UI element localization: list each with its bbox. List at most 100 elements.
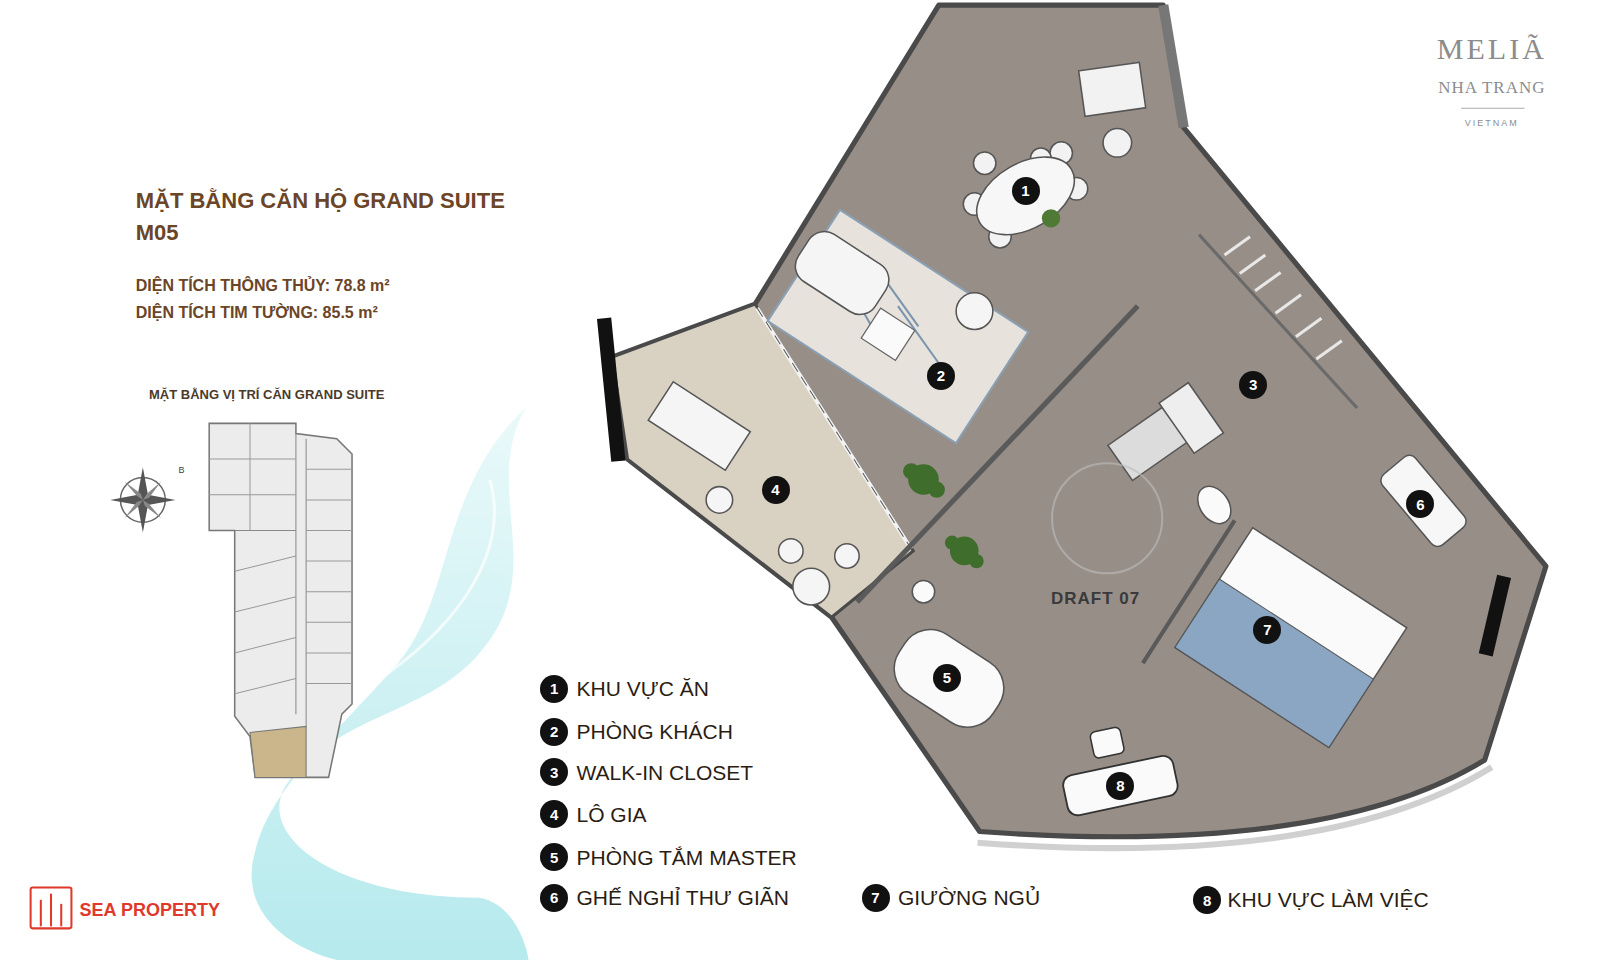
callout-number: 2 [927,362,955,390]
apartment-plan-part [612,5,1546,837]
compass-rose-part [143,500,161,518]
brand-logo: NHA TRANG [1438,78,1545,98]
apartment-plan-part [1163,5,1183,127]
callout-number: 7 [1253,616,1281,644]
callout-number: 4 [762,476,790,504]
site-plan-part-part [209,459,296,460]
legend-text: KHU VỰC ĂN [577,676,709,701]
apartment-plan [604,5,1546,848]
apartment-plan-part-part [973,152,995,174]
apartment-plan-part-part [929,482,945,498]
legend-text: GHẾ NGHỈ THƯ GIÃN [577,885,789,910]
site-plan-part [250,726,306,777]
callout-digit: 3 [550,765,558,780]
site-plan-part-part [306,591,352,592]
apartment-plan-part [1224,237,1341,359]
callout-number: 7 [862,884,890,912]
area-note: DIỆN TÍCH TIM TƯỜNG: 85.5 m² [136,303,378,322]
apartment-plan-part [1159,383,1223,454]
apartment-plan-part [1175,579,1374,747]
compass-rose-part [143,482,161,500]
legend-text: PHÒNG KHÁCH [577,719,733,744]
apartment-plan-part [861,308,915,360]
callout-number: 3 [1239,371,1267,399]
apartment-plan-part [1042,209,1060,227]
apartment-plan-part [1061,754,1179,817]
apartment-plan-part [1199,235,1357,408]
callout-digit: 7 [871,890,879,905]
site-plan-part [209,423,352,693]
callout-number: 3 [540,758,568,786]
compass-rose-part [124,500,142,518]
compass-rose-part [124,482,142,500]
site-plan-part-part [306,499,352,500]
callout-number: 2 [540,718,568,746]
callout-digit: 4 [550,807,558,822]
site-plan-part-part [306,530,352,531]
apartment-plan-part [1191,480,1238,530]
callout-digit: 8 [1203,893,1211,908]
apartment-plan-part-part [1255,272,1281,290]
legend-text: LÔ GIA [577,802,647,827]
brand-icon-part [31,888,72,929]
brand-icon-part [40,900,42,927]
brand-icon [31,888,72,929]
compass-letter: B [179,465,185,476]
legend-text: WALK-IN CLOSET [577,760,754,785]
apartment-plan-part-part [903,463,919,479]
callout-number: 6 [1406,490,1434,518]
callout-number: 6 [540,884,568,912]
callout-digit: 7 [1263,622,1271,637]
site-plan-part-part [235,597,296,612]
apartment-plan-part [978,767,1492,848]
callout-digit: 5 [943,670,951,685]
apartment-plan-part-part [1224,237,1250,255]
legend-text: GIƯỜNG NGỦ [898,885,1040,910]
apartment-plan-part [1378,452,1470,550]
apartment-plan-part [1052,463,1162,573]
watermark: DRAFT 07 [1051,589,1140,609]
callout-number: 5 [540,843,568,871]
site-plan-part-part [235,638,296,653]
apartment-plan-part [882,618,1015,739]
compass-rose-part [110,467,175,532]
apartment-plan-part [1486,576,1504,655]
site-plan-part-part [306,561,352,562]
site-plan-part [295,434,296,715]
callout-digit: 8 [1116,778,1124,793]
apartment-plan-part-part [945,536,959,550]
callout-digit: 2 [937,368,945,383]
callout-digit: 1 [1021,183,1029,198]
callout-digit: 2 [550,724,558,739]
site-plan-part-part [235,678,296,693]
apartment-plan-part-part [1240,255,1266,273]
apartment-plan-part-part [1316,341,1342,359]
apartment-plan-part [648,382,750,471]
site-plan-part-part [235,556,296,571]
callout-digit: 6 [1416,497,1424,512]
area-note: DIỆN TÍCH THÔNG THỦY: 78.8 m² [136,276,390,295]
compass-rose [110,467,175,532]
apartment-plan-part [1089,727,1124,759]
brand-logo: MELIÃ [1437,31,1547,67]
apartment-plan-part [1079,62,1146,116]
legend-text: KHU VỰC LÀM VIỆC [1228,887,1429,912]
brand-icon-part [60,904,62,926]
logo-rule [1461,108,1524,109]
callout-number: 5 [933,664,961,692]
site-plan-part [209,423,352,777]
site-plan-part-part [209,494,296,495]
callout-number: 8 [1106,772,1134,800]
apartment-plan-part [768,210,1029,443]
callout-digit: 6 [550,890,558,905]
brand-icon-part [50,894,52,927]
site-plan [209,423,352,777]
apartment-plan-part [1103,129,1132,158]
apartment-plan-part [912,580,934,602]
apartment-plan-part [793,568,830,605]
apartment-plan-part [956,293,993,330]
apartment-plan-part [788,224,896,321]
callout-digit: 4 [771,482,779,497]
